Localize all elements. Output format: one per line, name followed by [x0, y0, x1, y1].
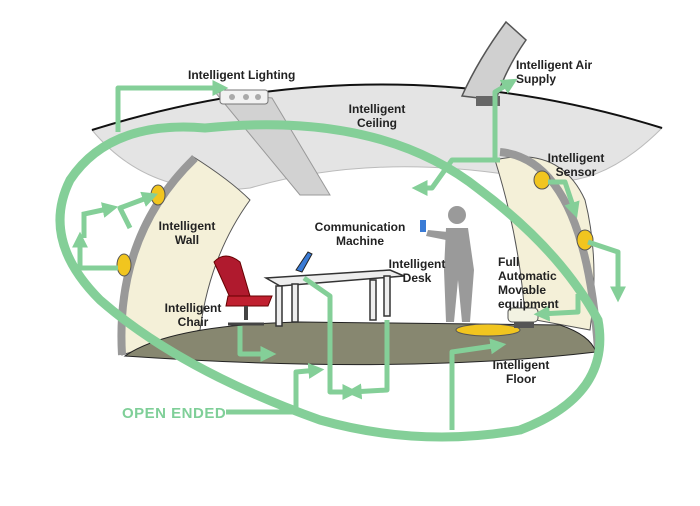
loop-path — [55, 120, 605, 442]
arrow-sensor-in — [411, 157, 500, 197]
floor-pad — [455, 323, 521, 337]
arrow-desk-floor — [345, 320, 390, 400]
air-vent — [476, 96, 500, 106]
arrow-sensor — [548, 179, 580, 219]
ceiling-edge — [91, 83, 663, 131]
arrow-chair — [237, 326, 277, 363]
label-open-ended: OPEN ENDED — [122, 405, 227, 422]
arrow-wall-right — [587, 239, 627, 303]
laptop — [295, 251, 313, 273]
arrow-lighting — [115, 79, 229, 132]
arrow-wall-top — [117, 191, 158, 230]
left-wall-edge — [117, 155, 198, 356]
phone — [420, 220, 426, 232]
arrow-desk — [302, 275, 359, 401]
person — [426, 206, 474, 322]
arrow-floor — [449, 338, 507, 430]
arrow-small-1 — [81, 202, 119, 238]
chair — [213, 255, 273, 326]
arrow-wall-left — [71, 231, 118, 271]
arrow-equip — [533, 294, 581, 322]
arrow-air — [492, 78, 518, 160]
arrow-open — [226, 362, 325, 415]
desk — [263, 269, 405, 327]
label-intelligent-lighting: Intelligent Lighting — [188, 68, 296, 82]
